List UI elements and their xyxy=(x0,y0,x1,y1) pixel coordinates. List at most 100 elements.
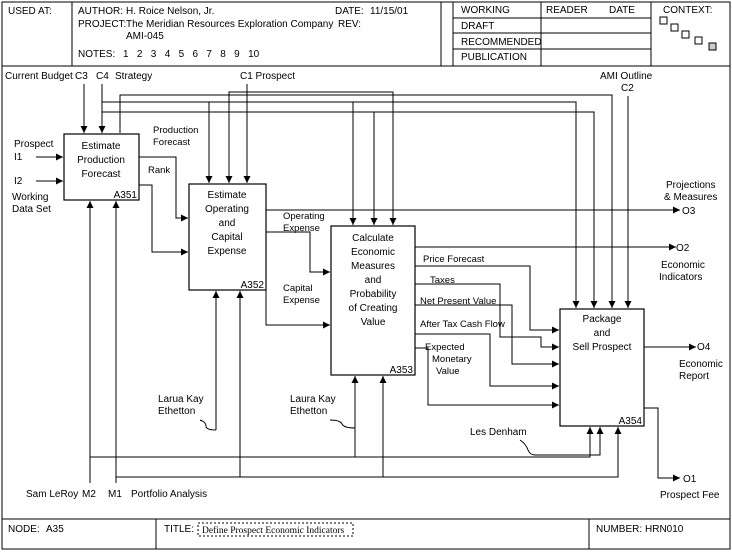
laura-kay-2-line-1: Laura Kay xyxy=(290,394,336,405)
o2-name-1: Economic xyxy=(661,260,705,271)
emv-label-3: Value xyxy=(436,366,460,377)
a353-title-6: of Creating xyxy=(349,303,398,314)
c3-code: C3 xyxy=(75,71,88,82)
author-name: H. Roice Nelson, Jr. xyxy=(126,6,214,17)
after-tax-label: After Tax Cash Flow xyxy=(420,319,505,330)
o2-code: O2 xyxy=(676,243,690,254)
author-label: AUTHOR: xyxy=(78,6,123,17)
current-budget-label: Current Budget xyxy=(5,71,73,82)
notes-label: NOTES: xyxy=(78,49,115,60)
o2-name-2: Indicators xyxy=(659,272,702,283)
i1-name: Prospect xyxy=(14,139,54,150)
a353-node: A353 xyxy=(390,365,414,376)
a352-title-1: Estimate xyxy=(208,190,247,201)
o1-code: O1 xyxy=(683,474,697,485)
a352-title-5: Expense xyxy=(208,246,247,257)
sam-leroy-label: Sam LeRoy xyxy=(26,489,78,500)
internal-flows xyxy=(139,156,696,482)
a353-title-2: Economic xyxy=(351,247,395,258)
o4-name-1: Economic xyxy=(679,359,723,370)
a351-title-1: Estimate xyxy=(82,141,121,152)
i2-name-1: Working xyxy=(12,192,49,203)
m1-code: M1 xyxy=(108,489,122,500)
a352-node: A352 xyxy=(241,280,265,291)
input-arrows xyxy=(36,153,63,185)
node-label: NODE: xyxy=(8,524,40,535)
laura-kay-1-line-1: Larua Kay xyxy=(158,394,204,405)
a354-title-3: Sell Prospect xyxy=(573,342,632,353)
mechanism-arrows xyxy=(86,201,622,483)
box-a351[interactable] xyxy=(63,133,140,201)
project-name: The Meridian Resources Exploration Compa… xyxy=(126,19,333,30)
c2-code: C2 xyxy=(621,83,634,94)
emv-label-1: Expected xyxy=(425,342,465,353)
a353-title-3: Measures xyxy=(351,261,395,272)
strategy-label: Strategy xyxy=(115,71,152,82)
date-value: 11/15/01 xyxy=(370,6,409,17)
project-label: PROJECT: xyxy=(78,19,126,30)
a354-title-1: Package xyxy=(583,314,622,325)
m2-code: M2 xyxy=(82,489,96,500)
a352-title-2: Operating xyxy=(205,204,249,215)
reader-label: READER xyxy=(546,5,588,16)
capital-expense-label-1: Capital xyxy=(283,283,313,294)
title-label: TITLE: xyxy=(164,524,194,535)
ami-outline-label: AMI Outline xyxy=(600,71,653,82)
rank-label: Rank xyxy=(148,165,170,176)
a351-title-2: Production xyxy=(77,155,125,166)
c4-code: C4 xyxy=(96,71,109,82)
operating-expense-label-1: Operating xyxy=(283,211,325,222)
a353-title-1: Calculate xyxy=(352,233,394,244)
a352-title-4: Capital xyxy=(211,232,242,243)
notes-numbers: 1 2 3 4 5 6 7 8 9 10 xyxy=(123,49,260,60)
date-label: DATE: xyxy=(335,6,364,17)
a354-title-2: and xyxy=(594,328,611,339)
status-recommended: RECOMMENDED xyxy=(461,37,542,48)
o4-code: O4 xyxy=(697,342,711,353)
laura-kay-2-line-2: Ethetton xyxy=(290,406,327,417)
o3-code: O3 xyxy=(682,206,696,217)
a354-node: A354 xyxy=(619,416,643,427)
o3-name-1: Projections xyxy=(666,180,715,191)
used-at-label: USED AT: xyxy=(8,6,52,17)
npv-label: Net Present Value xyxy=(420,296,496,307)
footer-frame xyxy=(2,518,730,549)
control-arrows xyxy=(80,84,632,308)
c1-label: C1 Prospect xyxy=(240,71,295,82)
portfolio-analysis-label: Portfolio Analysis xyxy=(131,489,207,500)
o4-name-2: Report xyxy=(679,371,709,382)
label-leaders xyxy=(199,419,536,456)
taxes-label: Taxes xyxy=(430,275,455,286)
price-forecast-label: Price Forecast xyxy=(423,254,485,265)
o3-name-2: & Measures xyxy=(664,192,717,203)
context-label: CONTEXT: xyxy=(663,5,712,16)
laura-kay-1-line-2: Ethetton xyxy=(158,406,195,417)
status-working: WORKING xyxy=(461,5,510,16)
context-icon xyxy=(659,16,717,51)
a351-node: A351 xyxy=(114,190,138,201)
box-a354[interactable] xyxy=(559,308,645,427)
production-forecast-label-2: Forecast xyxy=(153,137,190,148)
box-a352[interactable] xyxy=(188,183,267,291)
status-draft: DRAFT xyxy=(461,21,494,32)
i2-code: I2 xyxy=(14,176,23,187)
o1-name: Prospect Fee xyxy=(660,490,720,501)
title-selection-box xyxy=(197,522,354,537)
emv-label-2: Monetary xyxy=(432,354,472,365)
node-value: A35 xyxy=(46,524,64,535)
box-a353[interactable] xyxy=(330,225,416,376)
a353-title-4: and xyxy=(365,275,382,286)
rev-label: REV: xyxy=(338,19,361,30)
diagram-title: Define Prospect Economic Indicators xyxy=(202,525,344,536)
operating-expense-label-2: Expense xyxy=(283,223,320,234)
reader-date-label: DATE xyxy=(609,5,635,16)
i2-name-2: Data Set xyxy=(12,204,51,215)
a353-title-7: Value xyxy=(361,317,386,328)
number-value: HRN010 xyxy=(645,524,684,535)
a352-title-3: and xyxy=(219,218,236,229)
project-code: AMI-045 xyxy=(126,31,164,42)
i1-code: I1 xyxy=(14,152,23,163)
production-forecast-label-1: Production xyxy=(153,125,198,136)
